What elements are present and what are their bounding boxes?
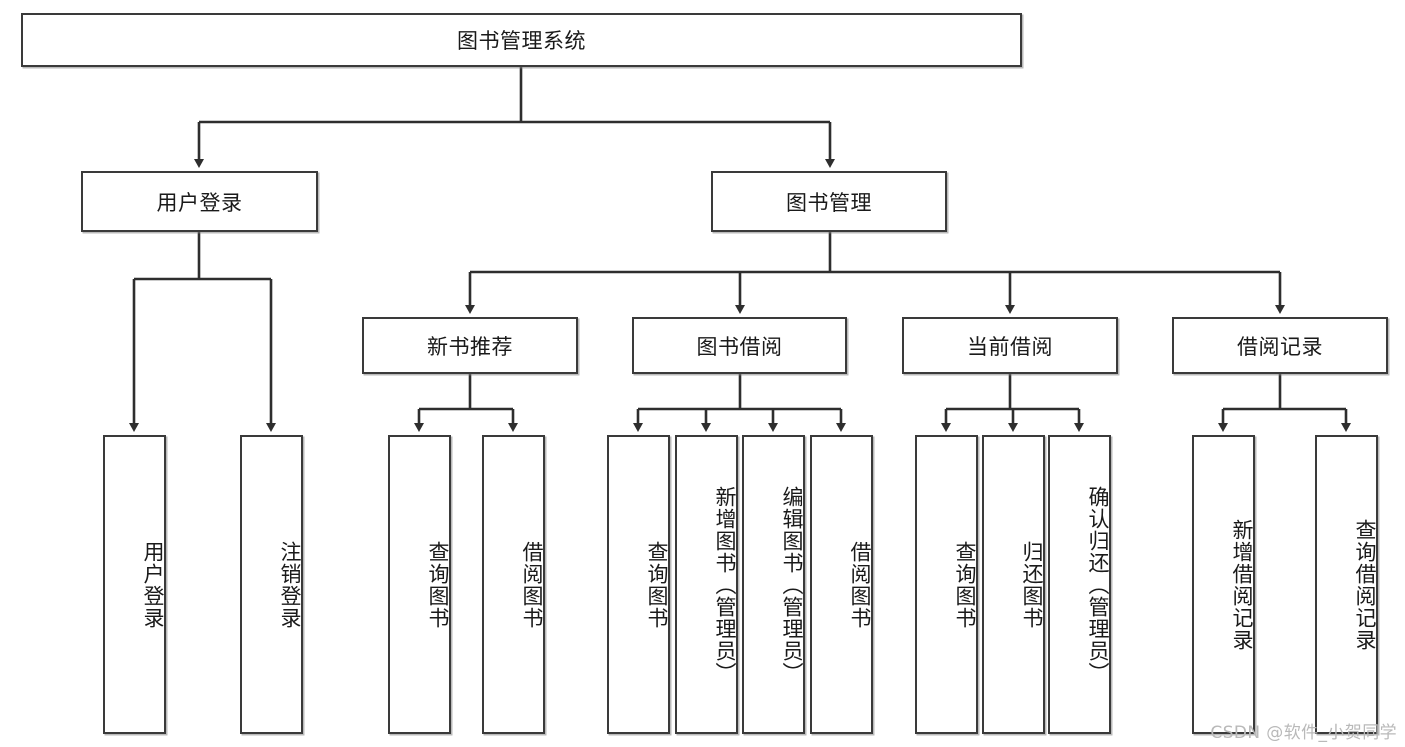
watermark: CSDN @软件_小贺同学 [1210, 723, 1397, 743]
leaf-add-book-admin[interactable]: 新增图书（管理员） [675, 435, 738, 734]
leaf-search-borrow-record[interactable]: 查询借阅记录 [1315, 435, 1378, 734]
node-borrow-record[interactable]: 借阅记录 [1172, 317, 1388, 374]
node-new-book-recommend[interactable]: 新书推荐 [362, 317, 578, 374]
node-user-login[interactable]: 用户登录 [81, 171, 318, 232]
node-current-borrow[interactable]: 当前借阅 [902, 317, 1118, 374]
leaf-user-login[interactable]: 用户登录 [103, 435, 166, 734]
leaf-borrow-book-recommend[interactable]: 借阅图书 [482, 435, 545, 734]
node-book-management[interactable]: 图书管理 [711, 171, 947, 232]
leaf-borrow-book[interactable]: 借阅图书 [810, 435, 873, 734]
leaf-logout[interactable]: 注销登录 [240, 435, 303, 734]
leaf-add-borrow-record[interactable]: 新增借阅记录 [1192, 435, 1255, 734]
leaf-search-book-current[interactable]: 查询图书 [915, 435, 978, 734]
leaf-search-book-recommend[interactable]: 查询图书 [388, 435, 451, 734]
node-root[interactable]: 图书管理系统 [21, 13, 1022, 67]
leaf-confirm-return-admin[interactable]: 确认归还（管理员） [1048, 435, 1111, 734]
leaf-edit-book-admin[interactable]: 编辑图书（管理员） [742, 435, 805, 734]
leaf-search-book-borrow[interactable]: 查询图书 [607, 435, 670, 734]
node-book-borrow[interactable]: 图书借阅 [632, 317, 847, 374]
leaf-return-book[interactable]: 归还图书 [982, 435, 1045, 734]
